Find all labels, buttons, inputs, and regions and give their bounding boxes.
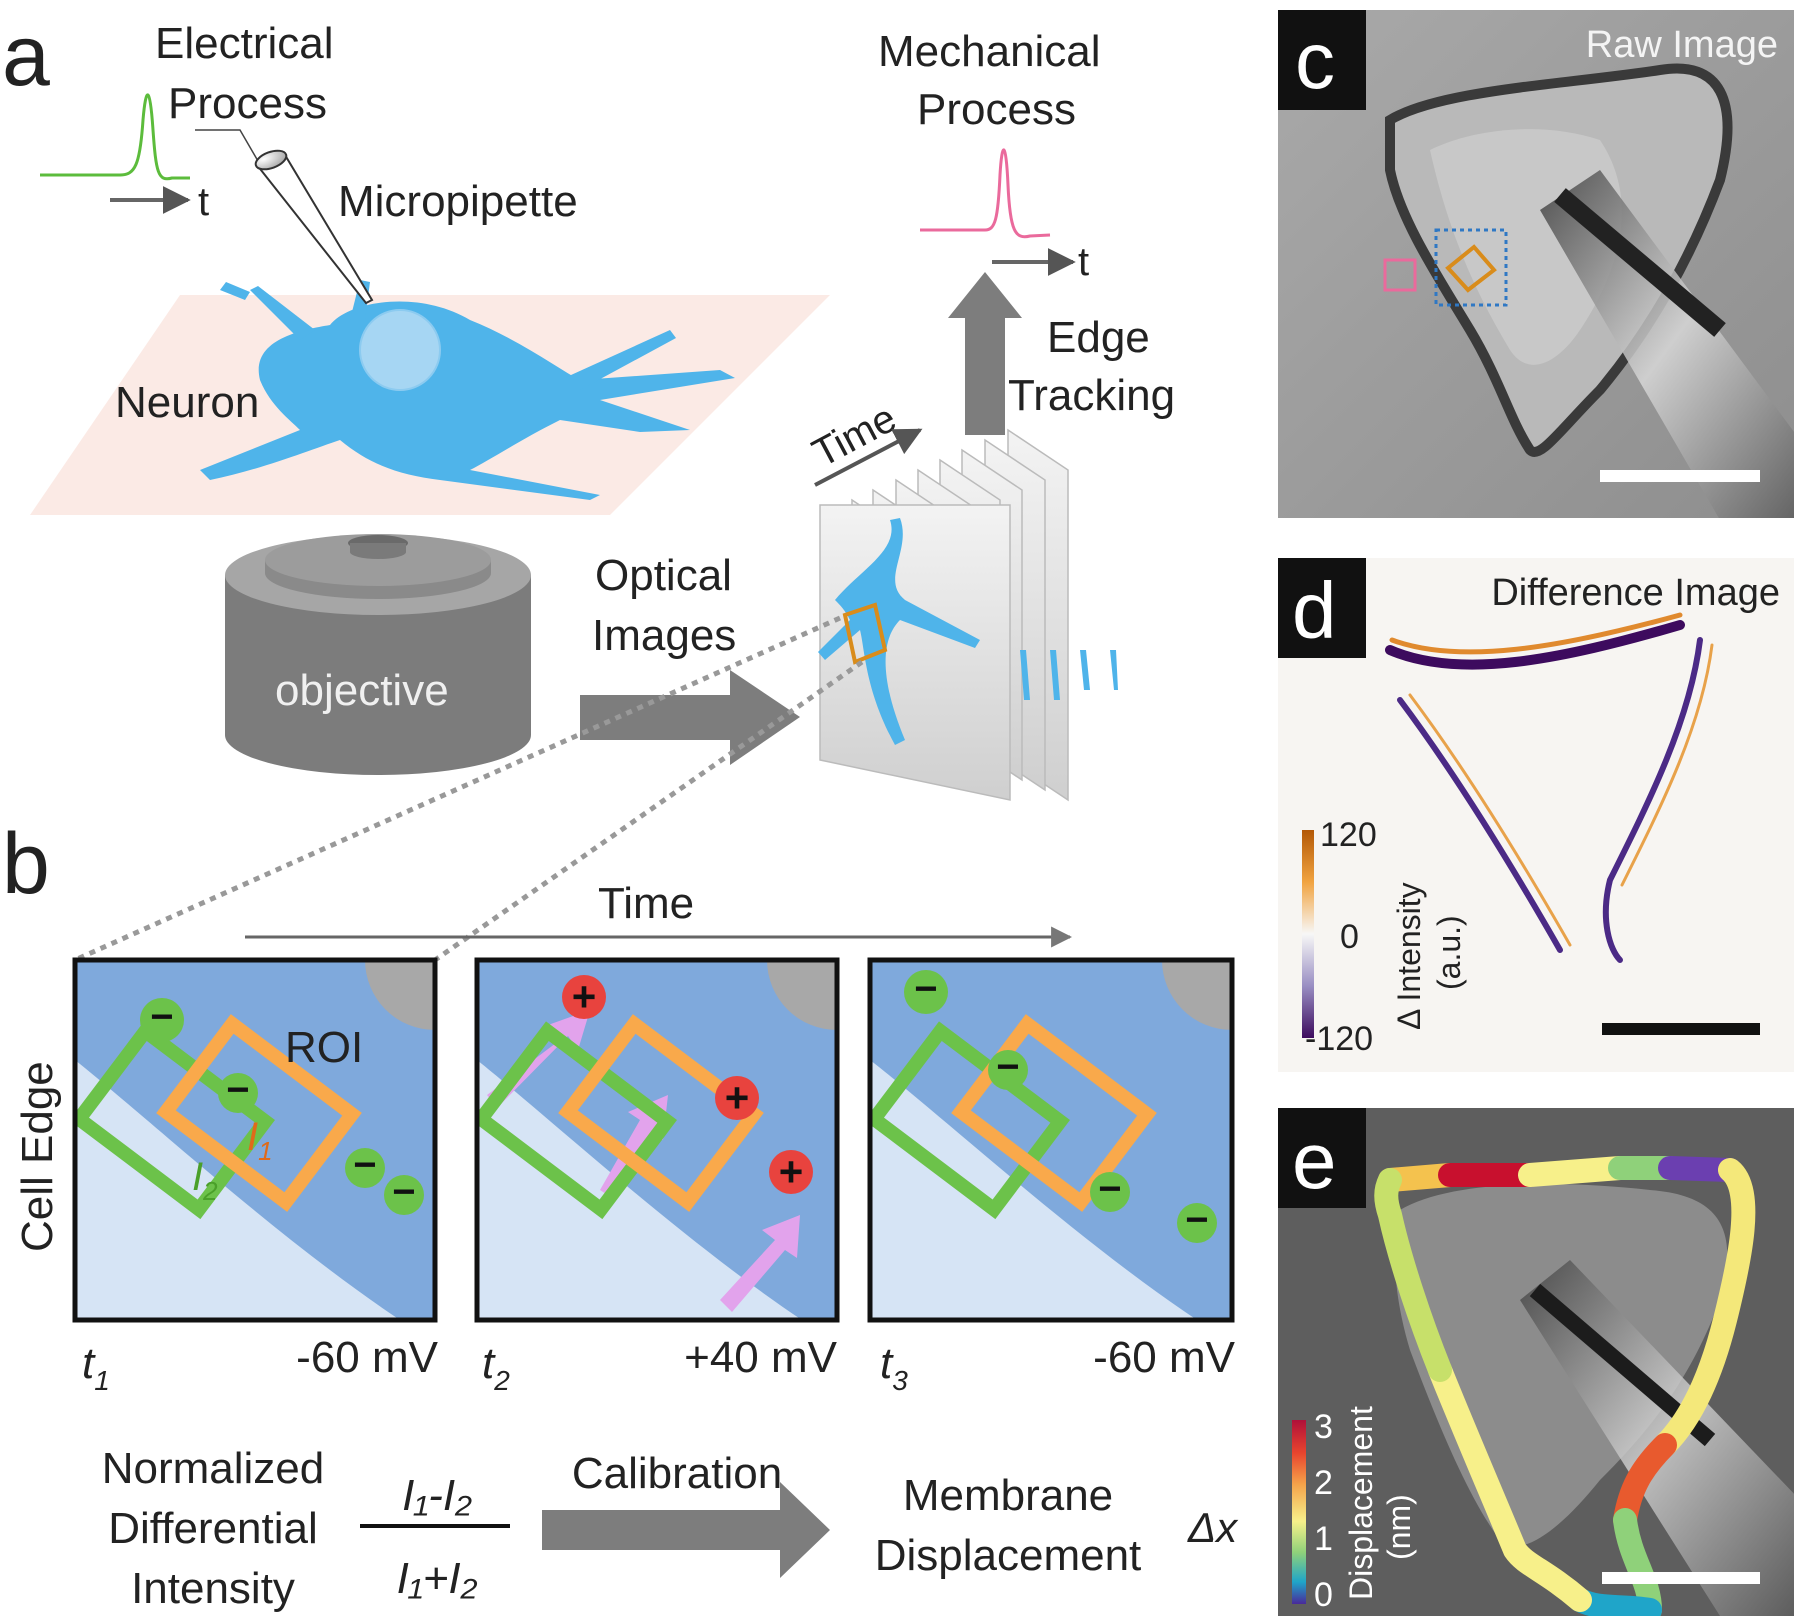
neuron-illustration <box>200 280 735 500</box>
panel-e-scale-bar <box>1602 1572 1760 1584</box>
diff-colorbar <box>1302 830 1314 1038</box>
panel-b: b Time Cell Edge − − − − ROI I1 I2 <box>2 816 1239 1613</box>
objective-label: objective <box>275 666 449 715</box>
diff-cb-min: -120 <box>1305 1020 1373 1058</box>
image-stack <box>818 428 1118 802</box>
disp-cb-tick-0: 0 <box>1314 1576 1333 1614</box>
micropipette <box>254 149 374 305</box>
panel-d: 120 0 -120 Δ Intensity (a.u.) d Differen… <box>1278 558 1794 1072</box>
panel-c-title: Raw Image <box>1586 24 1778 66</box>
panel-d-letter-box <box>1278 558 1366 658</box>
disp-cb-tick-3: 3 <box>1314 1408 1333 1446</box>
panel-d-scale-bar <box>1602 1023 1760 1035</box>
time-arrow-a <box>814 428 923 487</box>
ion-minus: − <box>353 1143 376 1187</box>
zoom-line-2 <box>433 659 864 963</box>
ion-plus: + <box>725 1074 750 1121</box>
zoom-line-1 <box>73 615 842 963</box>
calibration-label: Calibration <box>572 1449 782 1498</box>
panel-e: 3 2 1 0 Displacement (nm) e <box>1278 1108 1794 1616</box>
optical-images-arrow <box>580 670 800 765</box>
ion-minus: − <box>150 995 173 1039</box>
electrical-label-1: Electrical <box>155 19 334 68</box>
md-label-2: Displacement <box>875 1531 1142 1580</box>
frame-t1-border <box>72 957 438 1323</box>
frame-t1 <box>75 960 435 1320</box>
frame-t3-border <box>867 957 1235 1323</box>
disp-cb-label-1: Displacement <box>1343 1406 1379 1600</box>
mechanical-label-1: Mechanical <box>878 27 1101 76</box>
panel-e-letter-box <box>1278 1108 1366 1208</box>
electrical-label-2: Process <box>168 79 327 128</box>
frame-t1-voltage: -60 mV <box>296 1333 438 1382</box>
panel-a: a t Electrical Process Neuron Micropipe <box>2 8 1175 963</box>
disp-colorbar <box>1292 1420 1306 1604</box>
optical-label-1: Optical <box>595 551 732 600</box>
ion-minus: − <box>392 1170 415 1214</box>
mechanical-trace <box>920 148 1076 276</box>
micropipette-callout-line <box>195 129 263 169</box>
panel-c-scale-bar <box>1600 470 1760 482</box>
ndi-label-3: Intensity <box>131 1564 295 1613</box>
frame-t1-time: t1 <box>82 1339 110 1396</box>
edge-label-2: Tracking <box>1008 371 1175 420</box>
panel-b-letter: b <box>2 816 50 912</box>
frame-t2-time: t2 <box>482 1339 510 1396</box>
micropipette-label: Micropipette <box>338 177 578 226</box>
delta-x-label: Δx <box>1187 1504 1239 1551</box>
edge-tracking-arrow <box>948 272 1022 435</box>
i1-label: I1 <box>247 1115 273 1166</box>
panel-c-letter: c <box>1295 16 1335 105</box>
frame-t3-time: t3 <box>880 1339 908 1396</box>
panel-a-letter: a <box>2 8 50 104</box>
panel-d-letter: d <box>1292 566 1337 655</box>
md-label-1: Membrane <box>903 1471 1113 1520</box>
optical-label-2: Images <box>592 611 736 660</box>
neuron-label: Neuron <box>115 378 259 427</box>
frame-t3-voltage: -60 mV <box>1093 1333 1235 1382</box>
electrical-t-label: t <box>198 180 209 224</box>
disp-cb-tick-2: 2 <box>1314 1464 1333 1502</box>
diff-cb-label-1: Δ Intensity <box>1391 882 1427 1030</box>
frame-t2 <box>477 960 837 1320</box>
objective-icon <box>225 534 531 775</box>
electrical-trace <box>40 93 191 214</box>
panel-c-letter-box <box>1278 10 1366 110</box>
ion-minus: − <box>1098 1167 1121 1211</box>
formula-numerator: I₁-I₂ <box>402 1471 472 1520</box>
disp-cb-tick-1: 1 <box>1314 1520 1333 1558</box>
frame-t2-border <box>474 957 840 1323</box>
frame-t3 <box>870 960 1232 1320</box>
ndi-label-1: Normalized <box>102 1444 325 1493</box>
ndi-label-2: Differential <box>108 1504 318 1553</box>
diff-cb-max: 120 <box>1320 816 1377 854</box>
disp-cb-label-2: (nm) <box>1381 1494 1417 1560</box>
mechanical-t-label: t <box>1078 240 1089 284</box>
cell-edge-label: Cell Edge <box>13 1061 62 1252</box>
diff-cb-label-2: (a.u.) <box>1431 915 1467 990</box>
roi-label: ROI <box>285 1023 363 1072</box>
calibration-arrow <box>542 1482 830 1578</box>
ion-plus: + <box>572 973 597 1020</box>
formula-denominator: I₁+I₂ <box>397 1554 478 1603</box>
panel-e-letter: e <box>1292 1116 1337 1205</box>
panel-d-title: Difference Image <box>1491 572 1780 614</box>
mechanical-label-2: Process <box>917 85 1076 134</box>
diff-cb-mid: 0 <box>1340 918 1359 956</box>
ion-minus: − <box>226 1068 249 1112</box>
frame-t2-voltage: +40 mV <box>684 1333 838 1382</box>
ion-minus: − <box>1185 1198 1208 1242</box>
i2-label: I2 <box>192 1155 218 1206</box>
ion-minus: − <box>914 967 937 1011</box>
edge-label-1: Edge <box>1047 313 1150 362</box>
ion-plus: + <box>779 1148 804 1195</box>
time-label-b: Time <box>598 879 694 928</box>
panel-c: c Raw Image <box>1278 10 1794 518</box>
ion-minus: − <box>996 1045 1019 1089</box>
